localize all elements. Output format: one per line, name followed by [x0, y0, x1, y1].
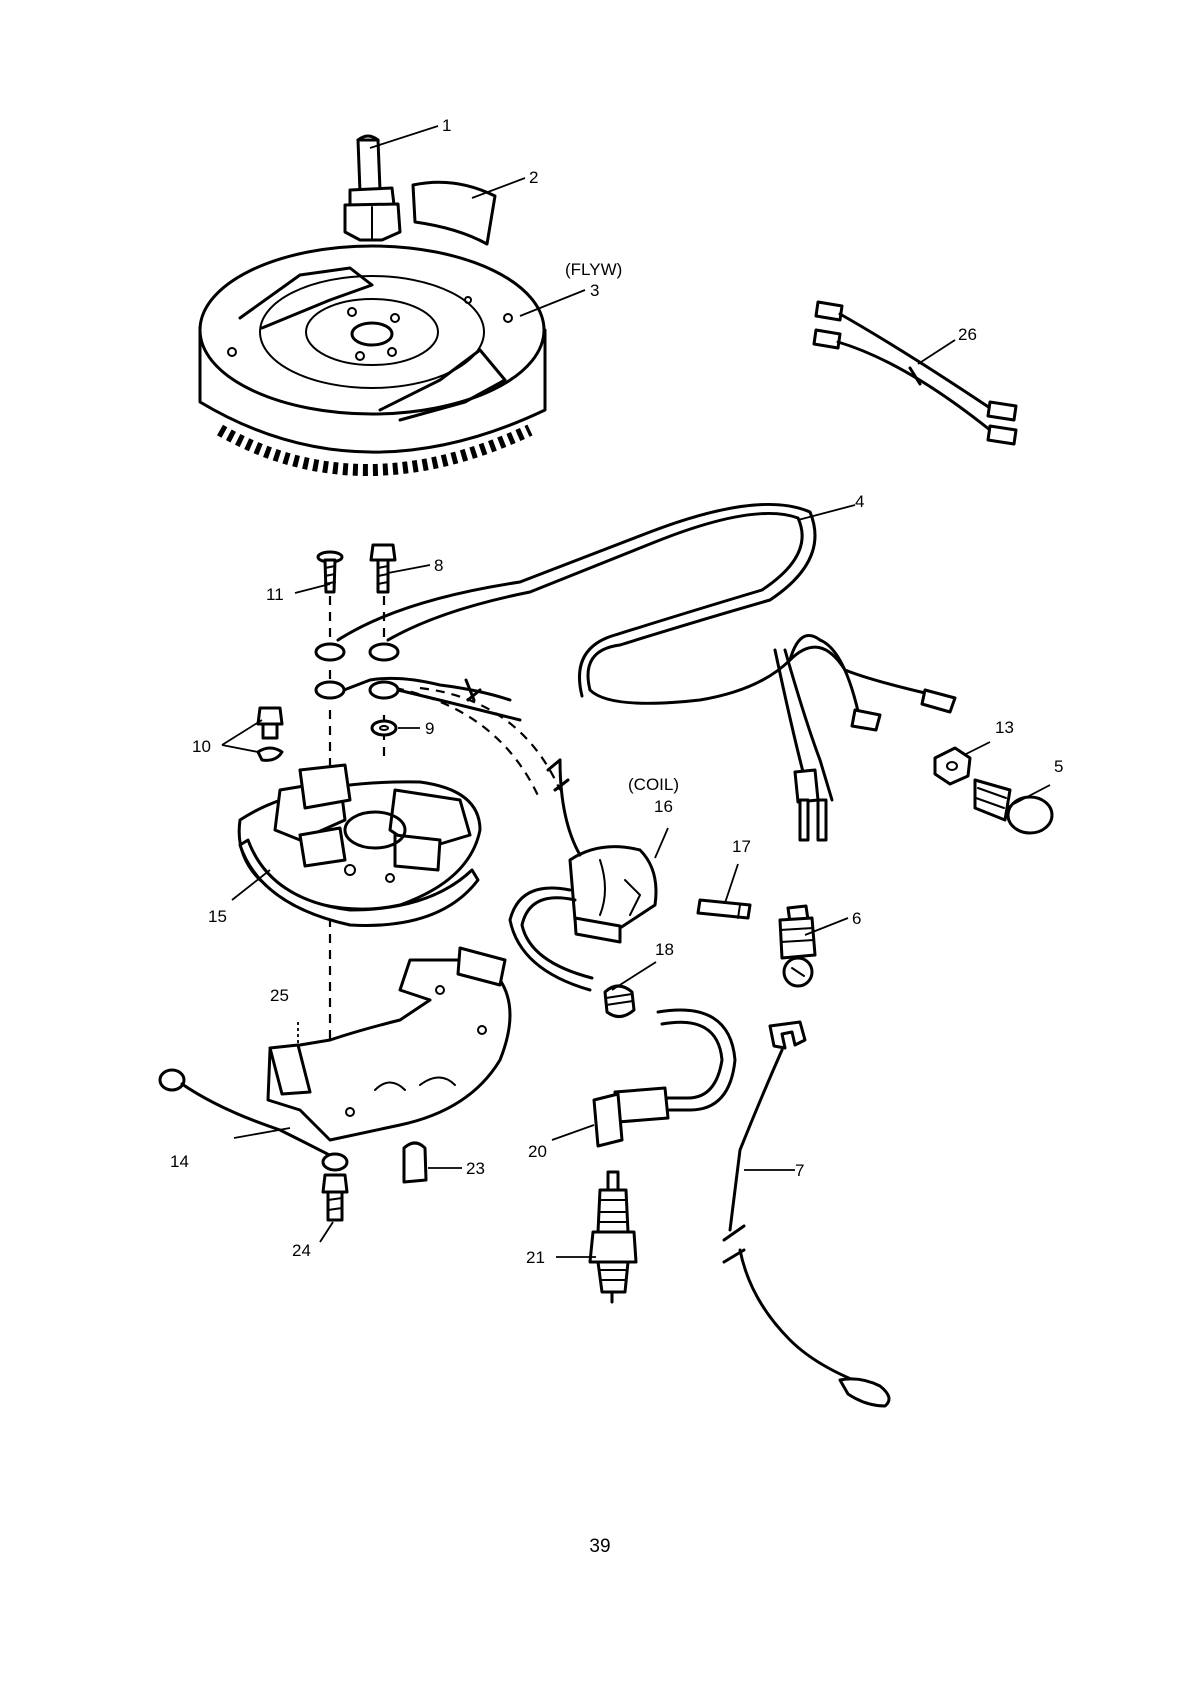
- callout-23: 23: [466, 1159, 485, 1178]
- callout-5: 5: [1054, 757, 1063, 776]
- callout-24: 24: [292, 1241, 311, 1260]
- callout-1: 1: [442, 116, 451, 135]
- ignition-coil-part: [508, 758, 658, 992]
- callout-11: 11: [266, 585, 284, 604]
- strip-17-part: [696, 898, 752, 920]
- spark-plug-boot-part: [592, 1008, 737, 1148]
- stop-switch-part: [778, 904, 817, 988]
- callout-9: 9: [425, 719, 434, 738]
- callout-2: 2: [529, 168, 538, 187]
- callout-6: 6: [852, 909, 861, 928]
- spring-part: [603, 984, 636, 1018]
- callout-10: 10: [192, 737, 211, 756]
- leader-lines: [221, 125, 1051, 1258]
- callout-14: 14: [170, 1152, 189, 1171]
- callout-7: 7: [795, 1161, 804, 1180]
- callout-13: 13: [995, 718, 1014, 737]
- page-number: 39: [589, 1536, 611, 1557]
- callout-20: 20: [528, 1142, 547, 1161]
- jumper-wire-part: [812, 300, 1018, 446]
- cap-23-part: [402, 1141, 428, 1184]
- callout-25: 25: [270, 986, 289, 1005]
- callout-coil: (COIL): [628, 775, 679, 794]
- flywheel-part: [198, 244, 547, 476]
- callout-flyw: (FLYW): [565, 260, 622, 279]
- callout-17: 17: [732, 837, 751, 856]
- callout-16: 16: [654, 797, 673, 816]
- terminal-rings: [314, 642, 522, 722]
- key-part: [411, 180, 497, 246]
- callout-3: 3: [590, 281, 599, 300]
- callout-labels: 1 2 (FLYW) 3 26 4 8 11 9 10 13 5 (COIL) …: [170, 116, 1063, 1267]
- kill-switch-part: [973, 778, 1054, 835]
- callout-15: 15: [208, 907, 227, 926]
- callout-21: 21: [526, 1248, 545, 1267]
- ground-wire-part: [722, 1020, 891, 1408]
- callout-18: 18: [655, 940, 674, 959]
- washer-part: [370, 719, 398, 737]
- stator-plate-part: [237, 763, 482, 927]
- wire-harness-part: [336, 503, 957, 842]
- screw-24-part: [321, 1173, 349, 1222]
- nut-13-part: [933, 746, 972, 786]
- callout-8: 8: [434, 556, 443, 575]
- callout-26: 26: [958, 325, 977, 344]
- callout-4: 4: [855, 492, 864, 511]
- screw-lockwasher-10-part: [256, 706, 284, 762]
- ground-lead-part: [158, 1068, 349, 1172]
- screw-8-part: [369, 543, 397, 594]
- crankshaft-bolt-part: [343, 134, 402, 242]
- spark-plug-part: [588, 1170, 638, 1304]
- bracket-plate-part: [266, 946, 512, 1142]
